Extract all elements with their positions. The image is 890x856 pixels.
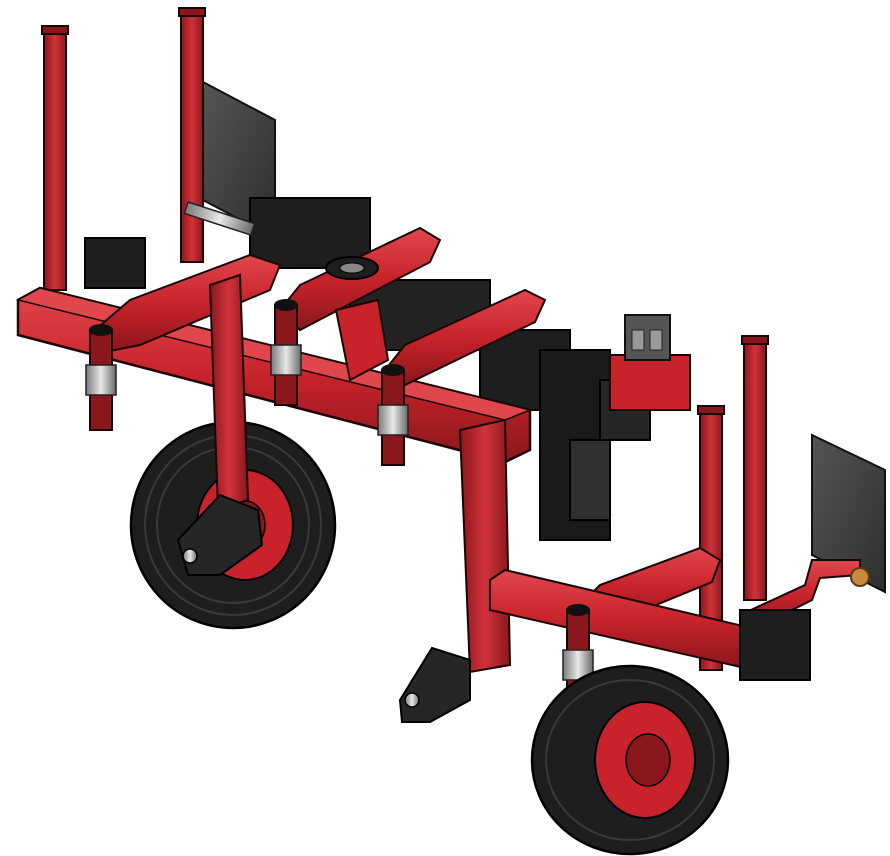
spring-column-3 [377,364,409,466]
center-shank [458,418,512,674]
center-knife-bolt [404,692,420,708]
center-bracket-plate [334,298,390,382]
chrome-rod [183,201,256,236]
spring-column-2 [270,299,302,406]
center-mount-bolt [339,262,365,274]
post-right-inner [697,405,725,671]
post-left-outer [41,25,69,291]
spring-column-1 [85,324,117,431]
left-knife-mount [176,493,264,576]
left-shank [208,273,250,512]
rear-actuator-block [84,197,651,541]
right-wheel [530,664,730,856]
center-knife-mount [398,646,471,723]
left-knife-bolt [182,548,198,564]
right-gearbox [739,609,811,681]
crank-bushing [850,567,870,587]
post-right-outer [741,335,769,601]
hydraulic-valve-block [609,314,691,411]
shield-plate-front [811,433,886,594]
post-left-inner [178,7,206,263]
